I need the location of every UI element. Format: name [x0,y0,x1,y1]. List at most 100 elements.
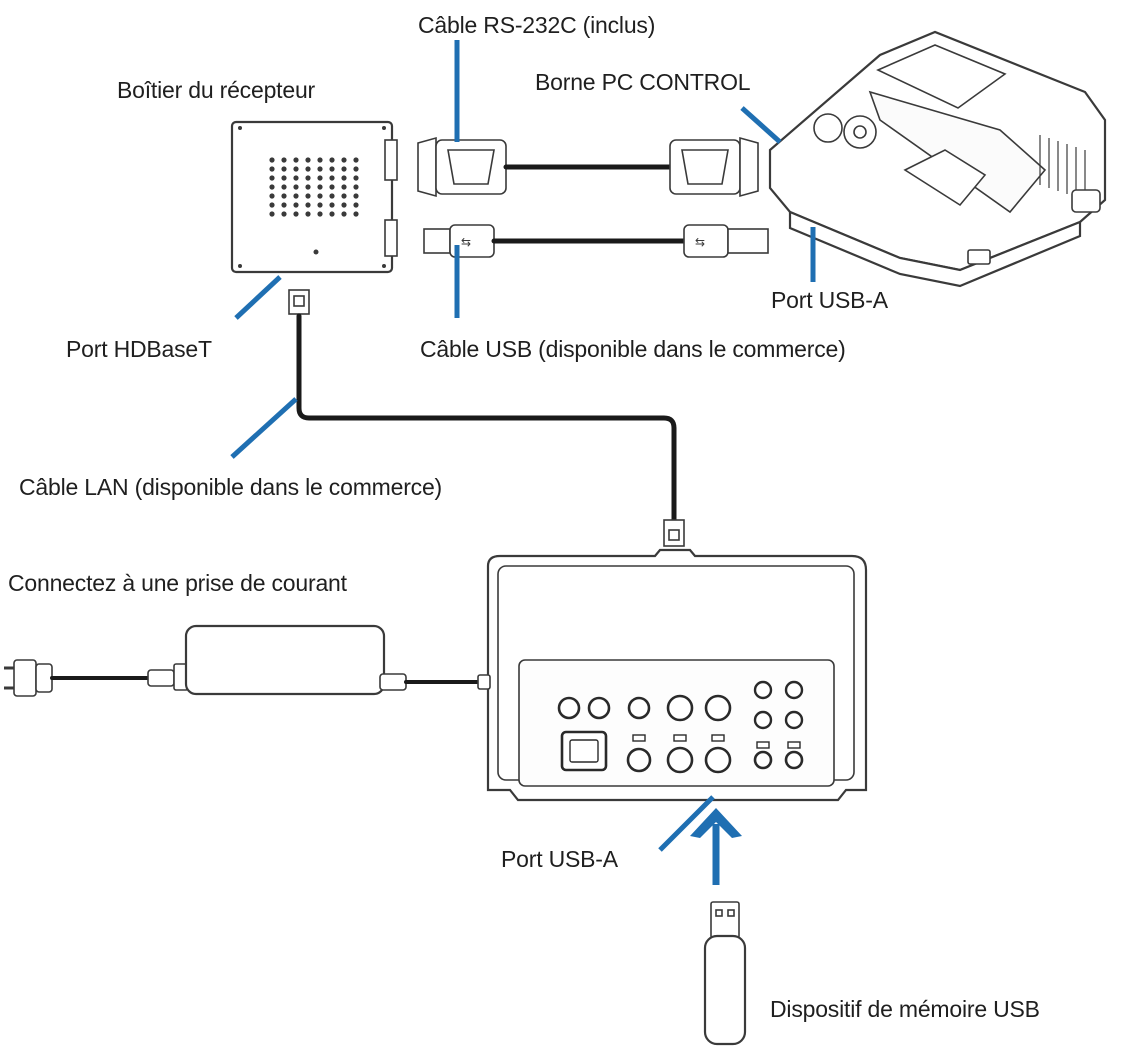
vent-hole [305,166,311,172]
vent-hole [317,193,323,199]
usb-port-inner [569,739,599,763]
vent-hole [293,193,299,199]
vent-hole [293,202,299,208]
vent-hole [317,166,323,172]
vent-hole [353,202,359,208]
label-usb-cable: Câble USB (disponible dans le commerce) [420,336,846,362]
vent-hole [305,175,311,181]
vent-hole [341,193,347,199]
lan-cable [296,313,677,523]
vent-hole [269,157,275,163]
vent-hole [353,175,359,181]
indicator-led [632,734,646,742]
jack-port [704,746,732,774]
vent-hole [353,184,359,190]
vent-hole [269,184,275,190]
vent-hole [293,184,299,190]
vent-hole [293,166,299,172]
vent-hole [269,193,275,199]
vent-hole [269,166,275,172]
vent-hole [353,166,359,172]
receiver-box [230,120,398,274]
vent-hole [317,202,323,208]
usb-logo-icon: ⇆ [695,235,705,249]
jack-port [784,710,804,730]
usb-logo-icon: ⇆ [461,235,471,249]
vent-hole [293,211,299,217]
projector-vent [1039,135,1086,200]
vent-hole [305,193,311,199]
projector [768,30,1107,288]
vent-hole [353,157,359,163]
receiver-vent-grille [269,157,359,217]
jack-port [666,694,694,722]
vent-hole [341,166,347,172]
power-adapter [4,624,491,697]
vent-hole [341,157,347,163]
vent-hole [353,193,359,199]
label-usb-memory: Dispositif de mémoire USB [770,996,1040,1022]
indicator-led [787,741,801,749]
label-power-outlet: Connectez à une prise de courant [8,570,348,596]
vent-hole [305,157,311,163]
vent-hole [329,175,335,181]
vent-hole [305,184,311,190]
vent-hole [329,157,335,163]
jack-port [557,696,581,720]
vent-hole [329,166,335,172]
vent-hole [317,184,323,190]
rs232-cable [417,136,759,198]
vent-hole [281,166,287,172]
usb-cable: ⇆ ⇆ [423,224,769,258]
jack-port [784,680,804,700]
jack-port [704,694,732,722]
vent-hole [305,202,311,208]
vent-hole [329,193,335,199]
jack-port [784,750,804,770]
label-projector-usb-port: Port USB-A [771,287,889,313]
label-lan-cable: Câble LAN (disponible dans le commerce) [19,474,442,500]
vent-hole [317,175,323,181]
vent-hole [341,211,347,217]
vent-hole [329,211,335,217]
vent-hole [281,202,287,208]
indicator-led [711,734,725,742]
vent-hole [281,193,287,199]
leader-lines [230,40,816,852]
lan-plug [663,519,685,547]
jack-port [627,696,651,720]
vent-hole [329,184,335,190]
transmitter-front-panel [557,680,804,774]
vent-hole [293,175,299,181]
vent-hole [317,157,323,163]
vent-hole [269,202,275,208]
label-hdbaset-port: Port HDBaseT [66,336,212,362]
jack-port [753,750,773,770]
vent-hole [293,157,299,163]
label-transmitter-usb-port: Port USB-A [501,846,619,872]
vent-hole [281,175,287,181]
vent-hole [341,175,347,181]
jack-port [587,696,611,720]
hdbaset-plug [288,289,310,315]
usb-memory-stick [703,901,747,1046]
jack-port [753,680,773,700]
vent-hole [281,184,287,190]
vent-hole [317,211,323,217]
indicator-led [673,734,687,742]
vent-hole [341,202,347,208]
indicator-led [756,741,770,749]
jack-port [626,747,652,773]
insert-arrow-icon [690,808,742,885]
vent-hole [281,211,287,217]
vent-hole [329,202,335,208]
vent-hole [305,211,311,217]
vent-hole [269,211,275,217]
label-rs232-cable: Câble RS-232C (inclus) [418,12,655,38]
label-pc-control: Borne PC CONTROL [535,69,751,95]
jack-port [666,746,694,774]
vent-hole [269,175,275,181]
jack-port [753,710,773,730]
